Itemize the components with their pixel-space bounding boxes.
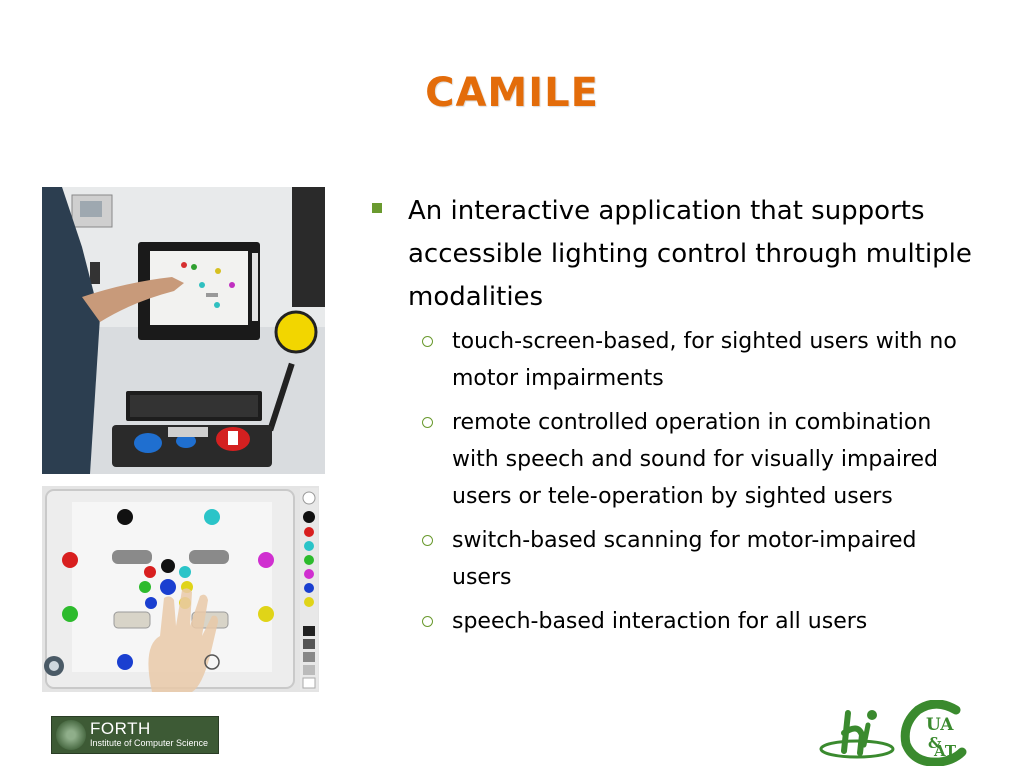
slide-title: CAMILE [425,70,599,116]
sub-bullet-text: touch-screen-based, for sighted users wi… [452,329,957,391]
sub-bullet-text: switch-based scanning for motor-impaired… [452,528,917,590]
bullet-main: An interactive application that supports… [368,190,978,640]
svg-text:AT: AT [933,742,957,760]
sub-bullet-list: touch-screen-based, for sighted users wi… [408,323,978,640]
sub-bullet-speech: speech-based interaction for all users [408,603,978,640]
forth-logo-subtitle: Institute of Computer Science [90,738,209,748]
touchscreen-photo [42,187,325,474]
forth-logo-name: FORTH [90,719,151,738]
circle-bullet-icon [422,535,433,546]
sub-bullet-switch: switch-based scanning for motor-impaired… [408,522,978,596]
bullet-main-text: An interactive application that supports… [408,196,972,312]
sub-bullet-text: speech-based interaction for all users [452,609,868,634]
sub-bullet-touch: touch-screen-based, for sighted users wi… [408,323,978,397]
globe-icon [56,720,86,750]
uaat-logo-icon: UA & AT [900,700,967,766]
sub-bullet-remote: remote controlled operation in combinati… [408,404,978,515]
circle-bullet-icon [422,417,433,428]
square-bullet-icon [372,203,382,213]
camile-interface-screenshot [42,486,319,692]
sub-bullet-text: remote controlled operation in combinati… [452,410,939,509]
circle-bullet-icon [422,336,433,347]
ami-logo-icon [819,710,895,759]
svg-text:&: & [928,734,942,752]
circle-bullet-icon [422,616,433,627]
bullet-list: An interactive application that supports… [368,190,978,647]
forth-logo: FORTH Institute of Computer Science [51,716,219,754]
svg-text:UA: UA [926,715,954,735]
